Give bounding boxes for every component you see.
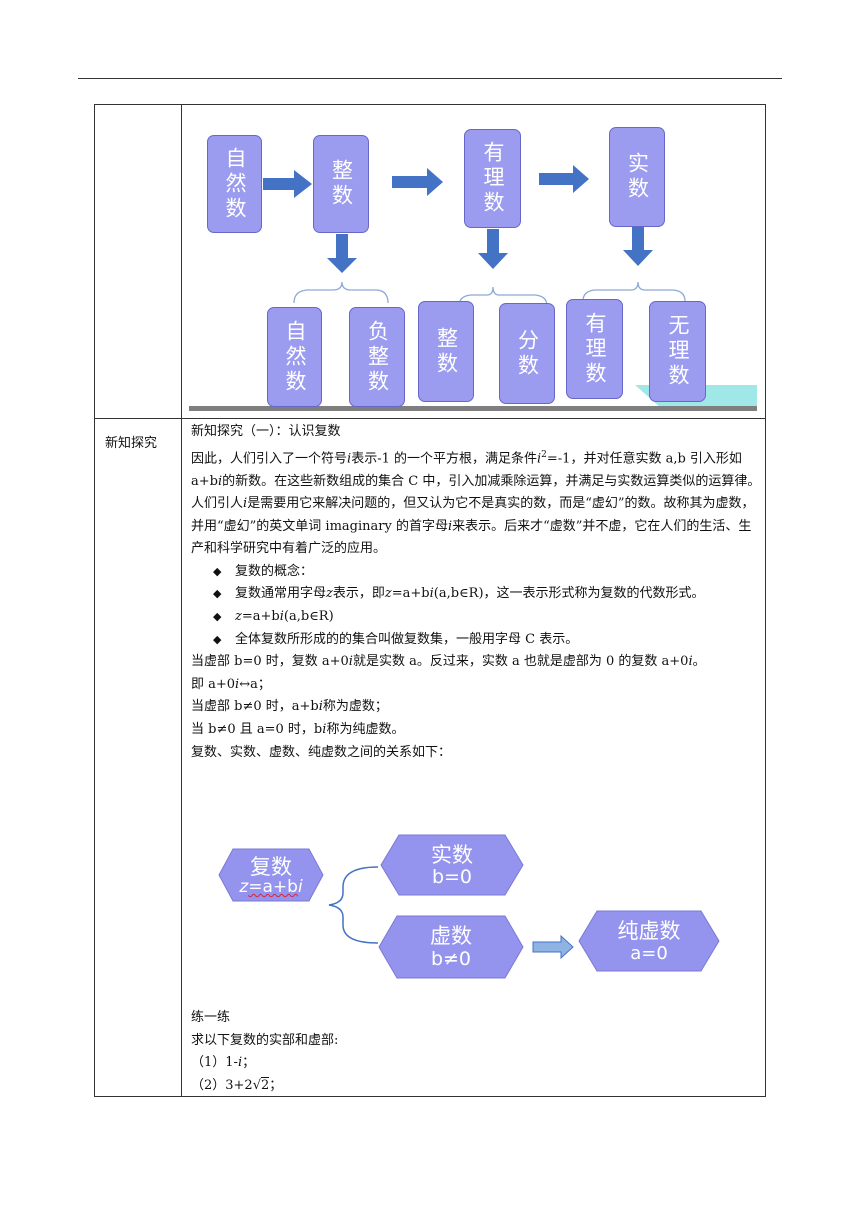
list-item: 复数通常用字母z表示，即z=a+bi(a,b∈R)，这一表示形式称为复数的代数形… <box>213 583 763 606</box>
arrow-right-icon <box>392 168 443 196</box>
real-hexagon <box>380 834 524 896</box>
row-divider <box>95 418 765 419</box>
arrow-down-icon <box>478 229 508 269</box>
practice-prompt: 求以下复数的实部和虚部: <box>191 1032 339 1048</box>
real-condition: b=0 <box>431 866 473 888</box>
natural-number-box: 自然数 <box>207 135 262 233</box>
sub-natural-number-box: 自然数 <box>267 307 322 407</box>
real-number-box: 实数 <box>609 127 665 227</box>
imag-title: 虚数 <box>430 924 472 948</box>
list-item: 全体复数所形成的的集合叫做复数集，一般用字母 C 表示。 <box>213 629 763 652</box>
page-header-rule <box>78 78 782 79</box>
irrational-number-box: 无理数 <box>649 301 706 402</box>
imag-hexagon <box>378 915 524 979</box>
brace-connector <box>293 281 389 304</box>
brace-connector <box>582 281 686 302</box>
list-item: z=a+bi(a,b∈R) <box>213 606 763 629</box>
arrow-right-icon <box>539 165 589 193</box>
text-line: 当虚部 b=0 时，复数 a+0i就是实数 a。反过来，实数 a 也就是虚部为 … <box>191 654 706 670</box>
practice-section: 练一练 求以下复数的实部和虚部: （1）1-i； （2）3+2√2； <box>191 1007 763 1097</box>
section-heading: 新知探究（一）：认识复数 <box>191 424 341 439</box>
text-line: 即 a+0i↔a； <box>191 676 271 692</box>
row-label: 新知探究 <box>105 436 158 451</box>
brace-connector <box>458 286 548 307</box>
text-line: 当 b≠0 且 a=0 时，bi称为纯虚数。 <box>191 722 405 738</box>
arrow-down-icon <box>623 226 653 266</box>
sub-integer-box: 整数 <box>418 301 474 402</box>
pure-imag-condition: a=0 <box>630 943 668 964</box>
practice-question: （2）3+2√2； <box>191 1076 283 1093</box>
section-body: 新知探究（一）：认识复数 因此，人们引入了一个符号i表示-1 的一个平方根，满足… <box>191 421 763 764</box>
concept-list: 复数的概念： 复数通常用字母z表示，即z=a+bi(a,b∈R)，这一表示形式称… <box>191 561 763 651</box>
rational-number-box: 有理数 <box>464 129 521 228</box>
negative-integer-box: 负整数 <box>349 307 405 407</box>
list-item: 复数的概念： <box>213 561 763 584</box>
relation-shapes <box>218 834 720 979</box>
practice-question: （1）1-i； <box>191 1055 256 1070</box>
complex-hexagon <box>218 848 324 902</box>
text-line: 当虚部 b≠0 时，a+bi称为虚数； <box>191 699 388 715</box>
integer-box: 整数 <box>313 135 369 233</box>
column-divider <box>181 105 182 1096</box>
brace-connector <box>328 866 379 944</box>
arrow-right-icon <box>263 170 312 198</box>
complex-title: 复数 <box>250 855 292 879</box>
paragraph-intro: 因此，人们引入了一个符号i表示-1 的一个平方根，满足条件i2=-1，并对任意实… <box>191 449 761 489</box>
text-line: 复数、实数、虚数、纯虚数之间的关系如下： <box>191 744 452 760</box>
arrow-down-icon <box>327 234 357 273</box>
real-title: 实数 <box>431 843 473 867</box>
arrow-right-icon <box>532 934 574 960</box>
pure-imag-title: 纯虚数 <box>617 919 681 943</box>
imag-condition: b≠0 <box>430 948 472 970</box>
pure-imag-hexagon <box>578 910 720 972</box>
complex-formula: z=a+bi <box>239 877 303 897</box>
flow-baseline <box>189 406 757 411</box>
paragraph-history: 人们引人i是需要用它来解决问题的，但又认为它不是真实的数，而是“虚幻”的数。故称… <box>191 496 755 557</box>
sub-rational-number-box: 有理数 <box>566 299 623 399</box>
practice-title: 练一练 <box>191 1010 231 1025</box>
lesson-table: 新知探究 自然数 整数 有理数 实数 自然数 负整数 整数 分数 <box>94 104 766 1097</box>
fraction-box: 分数 <box>499 303 555 404</box>
